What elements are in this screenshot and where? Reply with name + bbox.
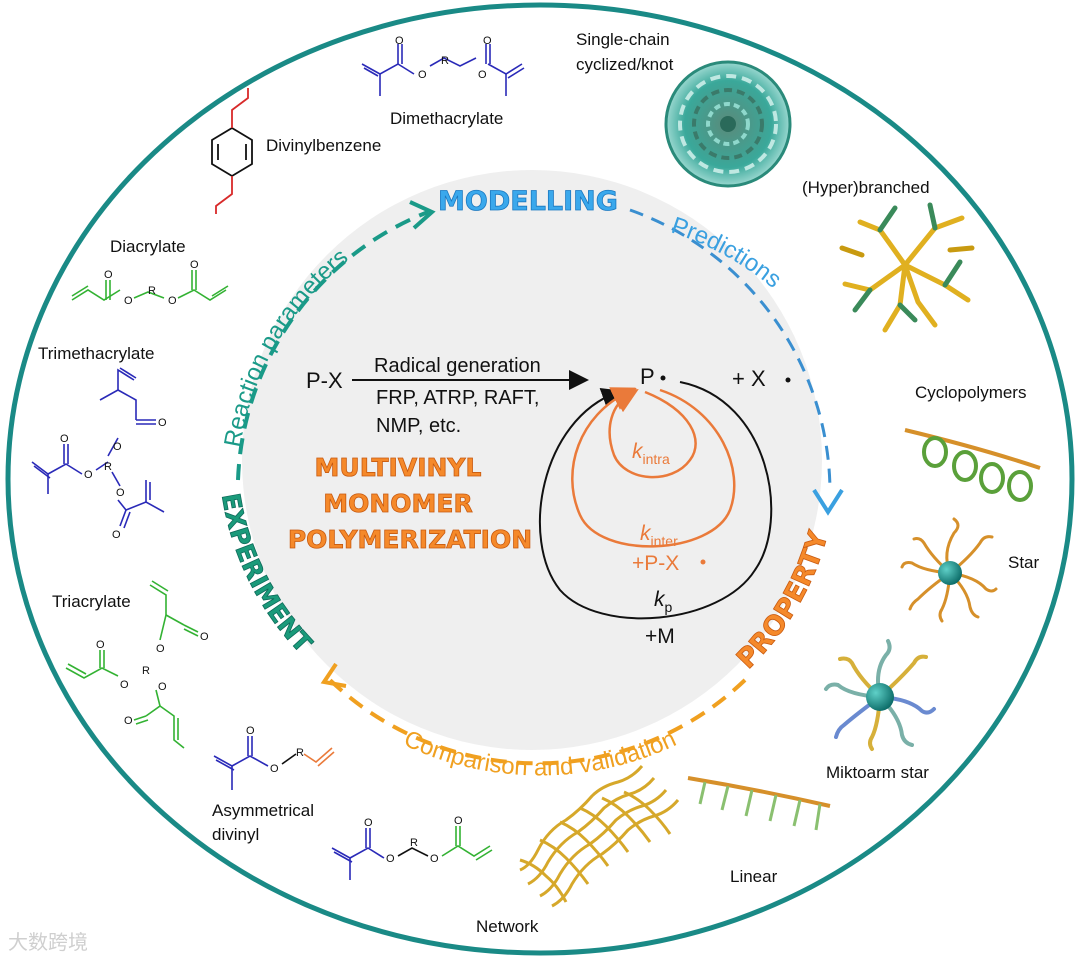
arc-reaction-parameters — [236, 210, 429, 481]
label-divinylbenzene: Divinylbenzene — [266, 136, 381, 155]
triacryl-o6: O — [124, 715, 133, 727]
arc-comparison — [328, 678, 747, 766]
k-intra: kintra — [632, 440, 670, 467]
label-asym-2: divinyl — [212, 825, 259, 844]
asym-o2: O — [270, 763, 279, 775]
mixed-r: R — [410, 837, 418, 849]
plus-x: + X — [732, 366, 766, 391]
dimeth-o2: O — [418, 69, 427, 81]
linear-illustration — [687, 776, 831, 831]
triacryl-r: R — [142, 665, 150, 677]
x-radical-dot — [785, 377, 791, 383]
label-modelling: MODELLING — [438, 186, 618, 217]
mixed-o2: O — [386, 853, 395, 865]
label-miktoarm: Miktoarm star — [826, 763, 929, 782]
label-network: Network — [476, 917, 539, 936]
loop-kp — [538, 381, 773, 620]
methods-line-2: NMP, etc. — [376, 415, 461, 437]
mixed-divinyl-structure — [331, 826, 493, 880]
trimeth-o3: O — [60, 433, 69, 445]
k-inter: kinter — [640, 522, 678, 549]
asymmetrical-divinyl-structure — [213, 736, 335, 790]
trimeth-o4: O — [84, 469, 93, 481]
trimeth-o1: O — [158, 417, 167, 429]
center-disk — [242, 170, 822, 750]
trimeth-o2: O — [113, 441, 122, 453]
center-title: MULTIVINYL MONOMER POLYMERIZATION — [287, 453, 532, 555]
dimethacrylate-structure — [361, 44, 525, 96]
trimeth-o6: O — [112, 529, 121, 541]
label-single-chain-1: Single-chain — [576, 30, 670, 49]
loop-inter — [571, 387, 736, 548]
arrow-label: Radical generation — [374, 355, 541, 377]
label-cyclopolymers: Cyclopolymers — [915, 383, 1026, 402]
label-star: Star — [1008, 553, 1040, 572]
dimeth-o3: O — [478, 69, 487, 81]
mixed-o4: O — [454, 815, 463, 827]
px-radical-dot — [700, 559, 706, 565]
diacrylate-structure — [71, 270, 229, 301]
knot-illustration — [664, 60, 792, 188]
diacryl-o1: O — [104, 269, 113, 281]
triacryl-o5: O — [158, 681, 167, 693]
triacryl-o1: O — [200, 631, 209, 643]
diacryl-o3: O — [168, 295, 177, 307]
watermark: 大数跨境 — [8, 930, 88, 954]
trimeth-r: R — [104, 461, 112, 473]
radical-dot — [660, 375, 666, 381]
plus-m: +M — [645, 625, 675, 648]
label-asym-1: Asymmetrical — [212, 801, 314, 820]
label-diacrylate: Diacrylate — [110, 237, 186, 256]
label-trimethacrylate: Trimethacrylate — [38, 344, 155, 363]
diacryl-o4: O — [190, 259, 199, 271]
title-line-1: MULTIVINYL — [315, 453, 482, 482]
asym-o1: O — [246, 725, 255, 737]
methods-line-1: FRP, ATRP, RAFT, — [376, 387, 539, 409]
arrowhead-modelling — [409, 200, 436, 230]
network-illustration — [519, 765, 680, 908]
arrowhead-experiment — [320, 662, 347, 688]
triacryl-o4: O — [120, 679, 129, 691]
trimeth-o5: O — [116, 487, 125, 499]
diacryl-o2: O — [124, 295, 133, 307]
triacryl-o2: O — [156, 643, 165, 655]
mixed-o3: O — [430, 853, 439, 865]
dimeth-o1: O — [395, 35, 404, 47]
star-illustration — [900, 517, 998, 623]
reactant-px: P-X — [306, 368, 343, 393]
cyclopolymer-illustration — [904, 428, 1041, 502]
loop-intra — [608, 389, 697, 479]
label-triacrylate: Triacrylate — [52, 592, 131, 611]
miktoarm-illustration — [824, 639, 936, 751]
label-linear: Linear — [730, 867, 778, 886]
asym-r: R — [296, 747, 304, 759]
triacrylate-structure — [65, 580, 199, 749]
label-dimethacrylate: Dimethacrylate — [390, 109, 503, 128]
plus-px: +P-X — [632, 552, 679, 575]
outer-ring — [5, 2, 1075, 956]
diacryl-r: R — [148, 285, 156, 297]
label-single-chain-2: cyclized/knot — [576, 55, 674, 74]
mixed-o1: O — [364, 817, 373, 829]
k-p: kp — [654, 588, 673, 615]
dimeth-r: R — [441, 55, 449, 67]
dimeth-o4: O — [483, 35, 492, 47]
divinylbenzene-structure — [211, 88, 253, 214]
radical-p: P — [640, 364, 655, 389]
title-line-3: POLYMERIZATION — [288, 525, 532, 554]
hyperbranched-illustration — [839, 202, 975, 333]
label-hyperbranched: (Hyper)branched — [802, 178, 930, 197]
arc-predictions — [629, 208, 832, 491]
triacryl-o3: O — [96, 639, 105, 651]
title-line-2: MONOMER — [323, 489, 473, 518]
trimethacrylate-structure — [31, 367, 165, 529]
arrowhead-property — [812, 488, 844, 516]
